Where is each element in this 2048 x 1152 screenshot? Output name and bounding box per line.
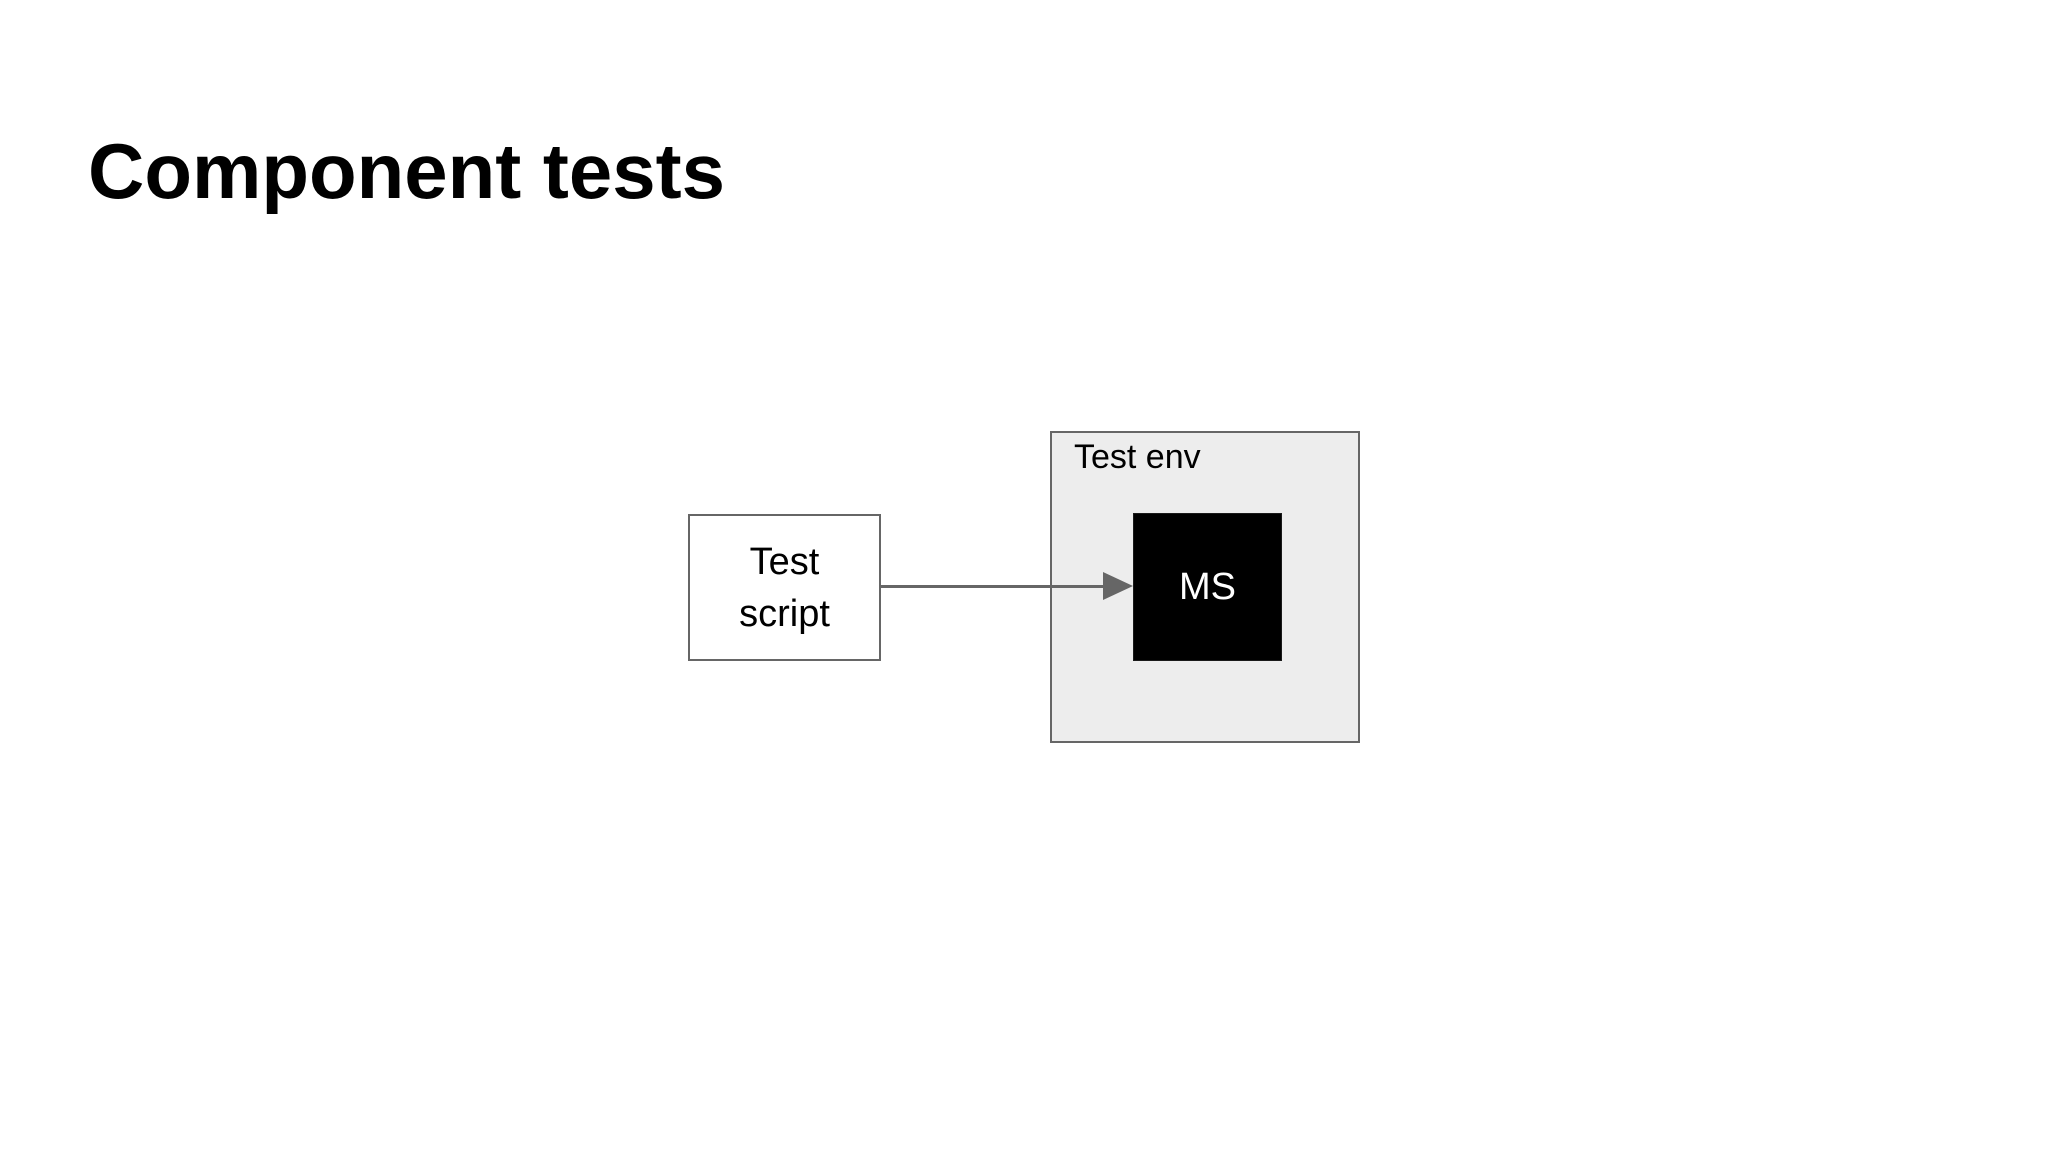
slide-title: Component tests (88, 127, 726, 215)
test-script-node: Test script (688, 514, 881, 661)
arrow-head-icon (1103, 572, 1133, 600)
ms-node: MS (1133, 513, 1282, 661)
test-env-label: Test env (1074, 438, 1201, 476)
ms-label: MS (1179, 566, 1236, 608)
test-script-label: Test script (739, 540, 830, 635)
arrow-connector-line (881, 585, 1105, 588)
